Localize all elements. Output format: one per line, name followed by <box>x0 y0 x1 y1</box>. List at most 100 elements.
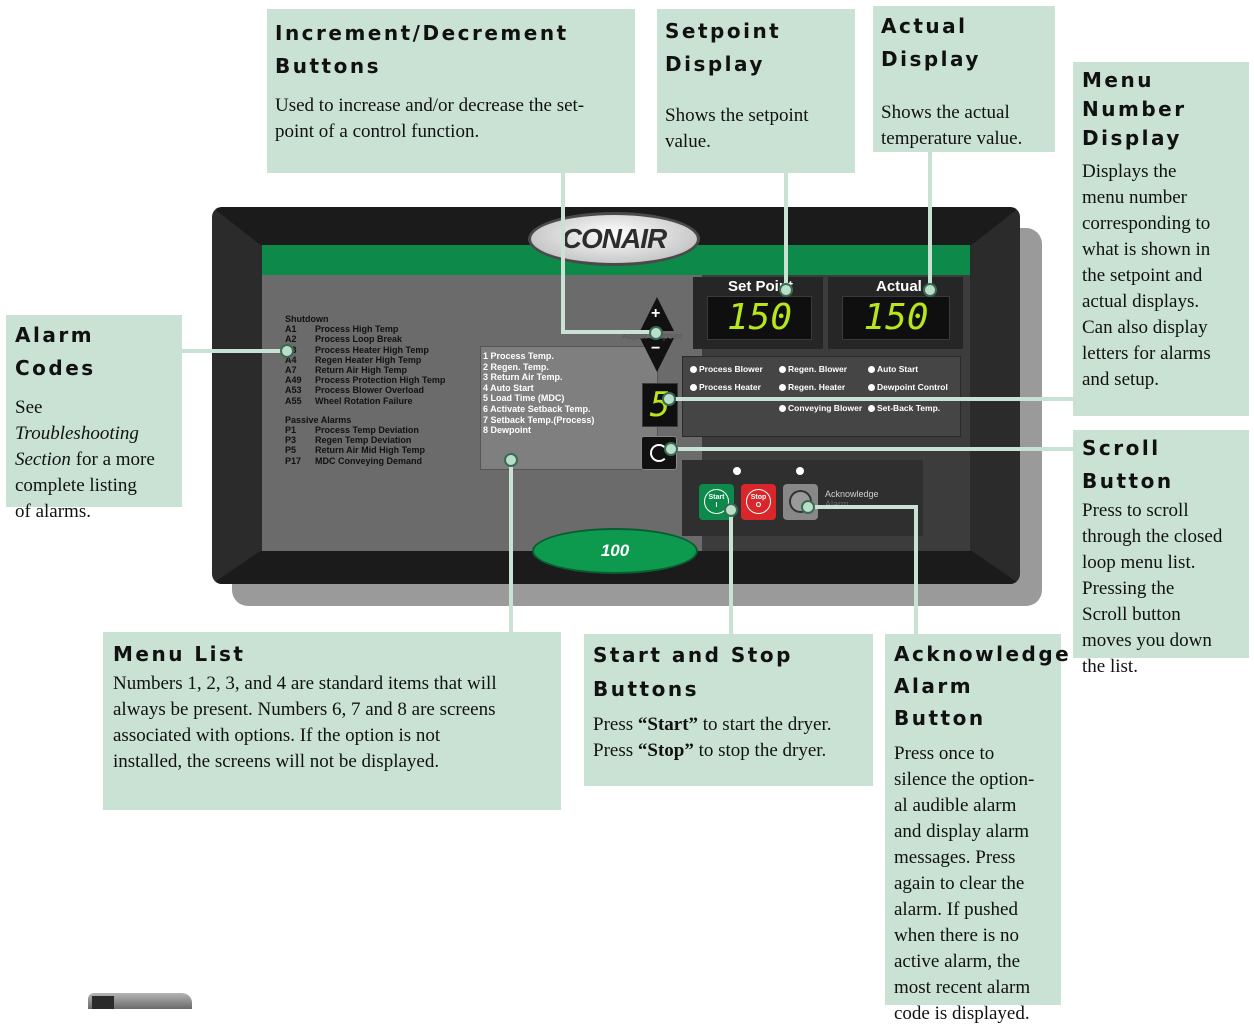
callout-text: temperature value. <box>881 128 1023 149</box>
callout-text: Press “Stop” to stop the dryer. <box>593 740 827 761</box>
callout-title: Alarm Button <box>894 674 986 730</box>
menu-item: 1 Process Temp. <box>483 351 554 361</box>
setpoint-display: 150 <box>707 296 812 340</box>
callout-text: Displays the <box>1082 161 1177 182</box>
callout-text: the setpoint and <box>1082 265 1203 286</box>
marker-start-stop <box>724 503 738 517</box>
status-light-conveying-blower: Conveying Blower <box>779 403 862 413</box>
status-light-dewpoint-control: Dewpoint Control <box>868 382 948 392</box>
callout-menu-number-display: Menu Number Display Displays the menu nu… <box>1073 62 1249 416</box>
decrement-button[interactable] <box>640 338 674 372</box>
leader-menu-number <box>669 397 1075 401</box>
callout-actual-display: Actual Display Shows the actual temperat… <box>873 6 1055 152</box>
callout-text: Press once to <box>894 743 995 764</box>
callout-acknowledge-alarm-button: Acknowledge Alarm Button Press once to s… <box>885 634 1072 1024</box>
callout-text: and display alarm <box>894 821 1030 842</box>
status-light-regen-blower: Regen. Blower <box>779 364 847 374</box>
leader-acknowledge <box>804 505 918 509</box>
callout-text: Press “Start” to start the dryer. <box>593 714 832 735</box>
minus-icon: − <box>651 340 661 357</box>
callout-text: silence the option- <box>894 769 1035 790</box>
callout-text: what is shown in <box>1082 239 1211 260</box>
callout-alarm-codes: Alarm Codes See Troubleshooting Section … <box>6 315 182 522</box>
marker-increment <box>649 326 663 340</box>
callout-text: al audible alarm <box>894 795 1017 816</box>
callout-title: Menu List <box>113 642 246 666</box>
status-light-process-blower: Process Blower <box>690 364 763 374</box>
callout-text: of alarms. <box>15 501 91 522</box>
alarm-row: A3Process Heater High Temp <box>285 344 429 355</box>
callout-text: moves you down <box>1082 630 1212 651</box>
shutdown-title: Shutdown <box>285 314 329 324</box>
model-badge: 100 <box>532 528 698 574</box>
callout-increment-decrement: Increment/Decrement Buttons Used to incr… <box>267 9 635 173</box>
callout-text: value. <box>665 131 711 152</box>
acknowledge-alarm-label: Acknowledge Alarm <box>825 489 879 509</box>
leader-alarm-codes <box>181 349 291 353</box>
callout-title: Display <box>1082 126 1182 150</box>
actual-label: Actual <box>876 278 922 295</box>
callout-text: again to clear the <box>894 873 1025 894</box>
callout-title: Increment/Decrement <box>275 21 569 45</box>
callout-text: letters for alarms <box>1082 343 1211 364</box>
callout-text: Shows the setpoint <box>665 105 809 126</box>
marker-alarm-codes <box>280 344 294 358</box>
leader-start-stop <box>729 510 733 636</box>
callout-text: and setup. <box>1082 369 1160 390</box>
brand-logo: CONAIR <box>528 212 700 266</box>
callout-text: installed, the screens will not be displ… <box>113 751 440 772</box>
callout-text: active alarm, the <box>894 951 1021 972</box>
menu-item: 2 Regen. Temp. <box>483 361 549 372</box>
device-thumbnail-image <box>88 993 192 1009</box>
leader-setpoint <box>784 170 788 292</box>
callout-text: point of a control function. <box>275 121 480 142</box>
callout-text: loop menu list. <box>1082 552 1196 573</box>
leader-increment <box>561 330 657 334</box>
callout-text: alarm. If pushed <box>894 899 1018 920</box>
increment-button[interactable] <box>640 297 674 331</box>
menu-item: 3 Return Air Temp. <box>483 372 563 383</box>
callout-text: Used to increase and/or decrease the set… <box>275 95 585 116</box>
marker-scroll <box>664 442 678 456</box>
menu-item: 4 Auto Start <box>483 382 534 393</box>
status-light-auto-start: Auto Start <box>868 364 918 374</box>
brand-name: CONAIR <box>561 223 667 254</box>
callout-text: Pressing the <box>1082 578 1175 599</box>
callout-title: Acknowledge <box>894 642 1072 666</box>
callout-text: Numbers 1, 2, 3, and 4 are standard item… <box>113 673 497 694</box>
passive-title: Passive Alarms <box>285 414 352 425</box>
callout-title: Alarm Codes <box>15 323 96 380</box>
status-light-process-heater: Process Heater <box>690 382 761 392</box>
marker-menu-list <box>504 453 518 467</box>
callout-text: See <box>15 397 43 418</box>
callout-scroll-button: Scroll Button Press to scroll through th… <box>1073 430 1249 677</box>
callout-text: Section for a more <box>15 449 155 470</box>
status-light-set-back-temp: Set-Back Temp. <box>868 403 940 413</box>
menu-item: 8 Dewpoint <box>483 425 532 436</box>
callout-text: corresponding to <box>1082 213 1211 234</box>
menu-item: 6 Activate Setback Temp. <box>483 403 591 414</box>
callout-text: the list. <box>1082 656 1138 677</box>
model-number: 100 <box>600 541 630 560</box>
callout-title: Setpoint <box>665 19 782 43</box>
callout-text: most recent alarm <box>894 977 1031 998</box>
callout-text: menu number <box>1082 187 1188 208</box>
setpoint-label: Set Point <box>728 278 794 295</box>
callout-title: Menu <box>1082 68 1154 92</box>
callout-title: Number <box>1082 97 1187 121</box>
callout-text: Shows the actual <box>881 102 1010 123</box>
